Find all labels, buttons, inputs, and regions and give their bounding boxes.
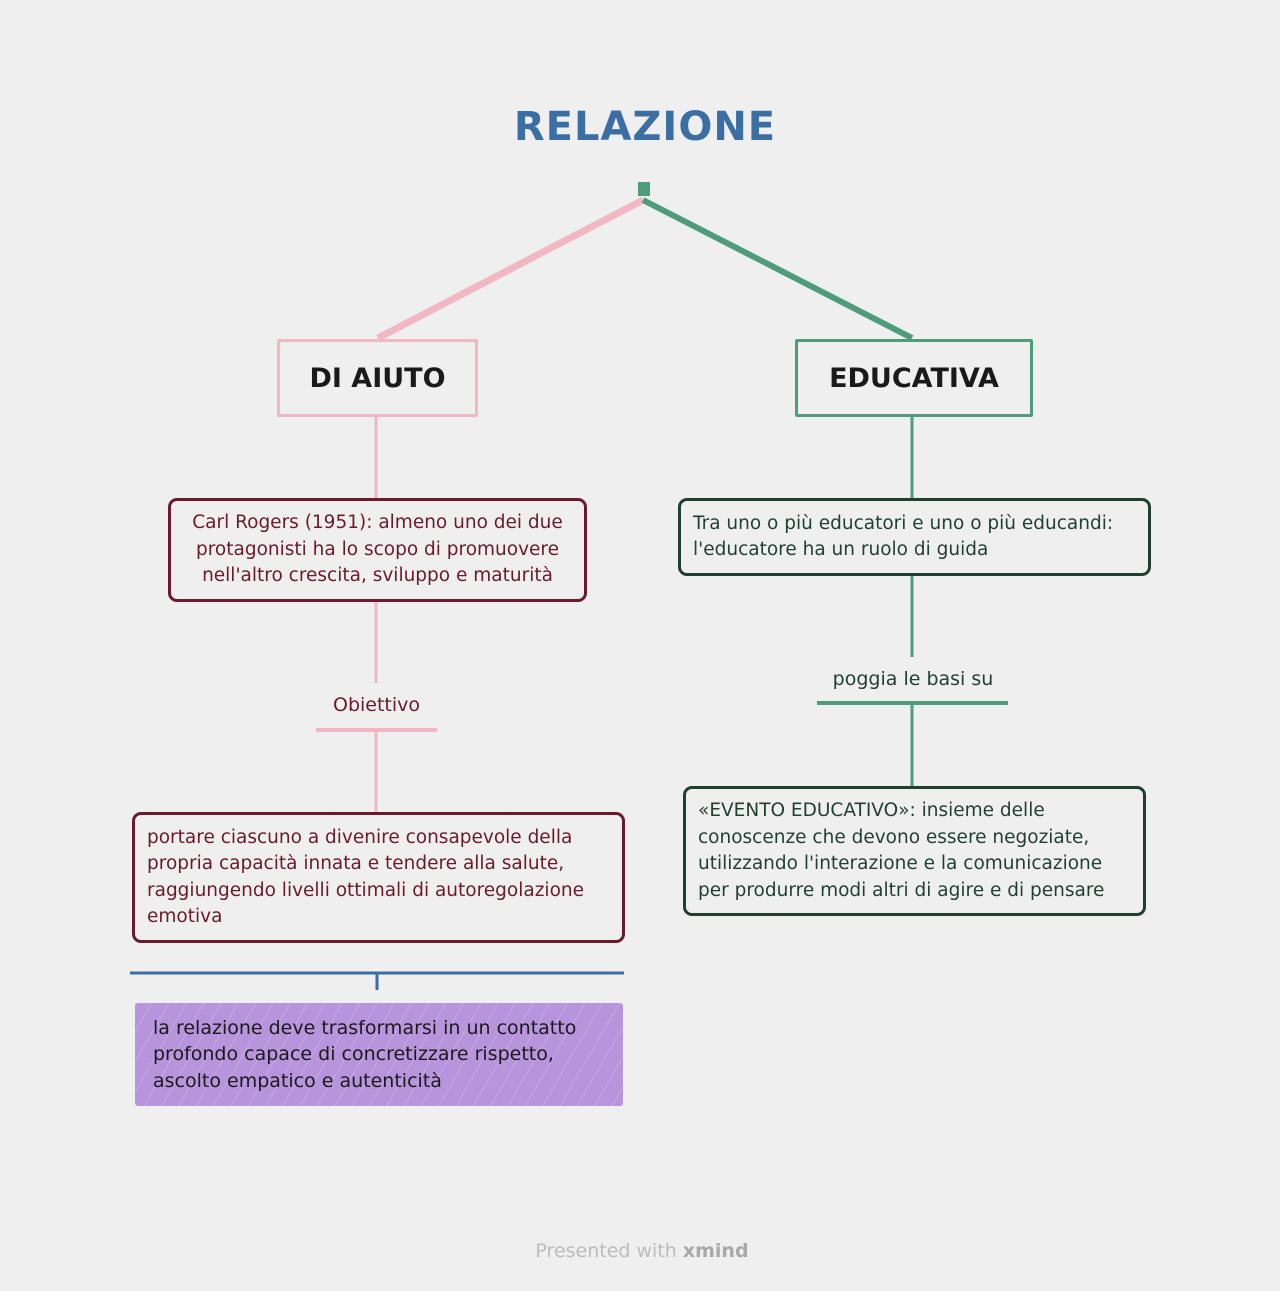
topic-evento-educativo[interactable]: «EVENTO EDUCATIVO»: insieme delle conosc… (683, 786, 1146, 916)
footer-credit: Presented with xmind (0, 1240, 1280, 1262)
root-node-handle (638, 182, 650, 196)
label-poggia-le-basi-su[interactable]: poggia le basi su (832, 668, 994, 690)
connector-root-right (641, 197, 914, 341)
topic-obiettivo-goal[interactable]: portare ciascuno a divenire consapevole … (132, 812, 625, 943)
label-obiettivo[interactable]: Obiettivo (332, 694, 421, 716)
summary-topic[interactable]: la relazione deve trasformarsi in un con… (135, 1003, 623, 1106)
topic-rogers-definition[interactable]: Carl Rogers (1951): almeno uno dei due p… (168, 498, 587, 602)
footer-prefix: Presented with (535, 1240, 677, 1262)
root-topic-title[interactable]: RELAZIONE (513, 104, 777, 150)
topic-educativa[interactable]: EDUCATIVA (795, 339, 1033, 417)
topic-educativa-definition[interactable]: Tra uno o più educatori e uno o più educ… (678, 498, 1151, 576)
connector-root-left (376, 196, 645, 342)
topic-di-aiuto[interactable]: DI AIUTO (277, 339, 478, 417)
xmind-logo: xmind (682, 1240, 749, 1262)
